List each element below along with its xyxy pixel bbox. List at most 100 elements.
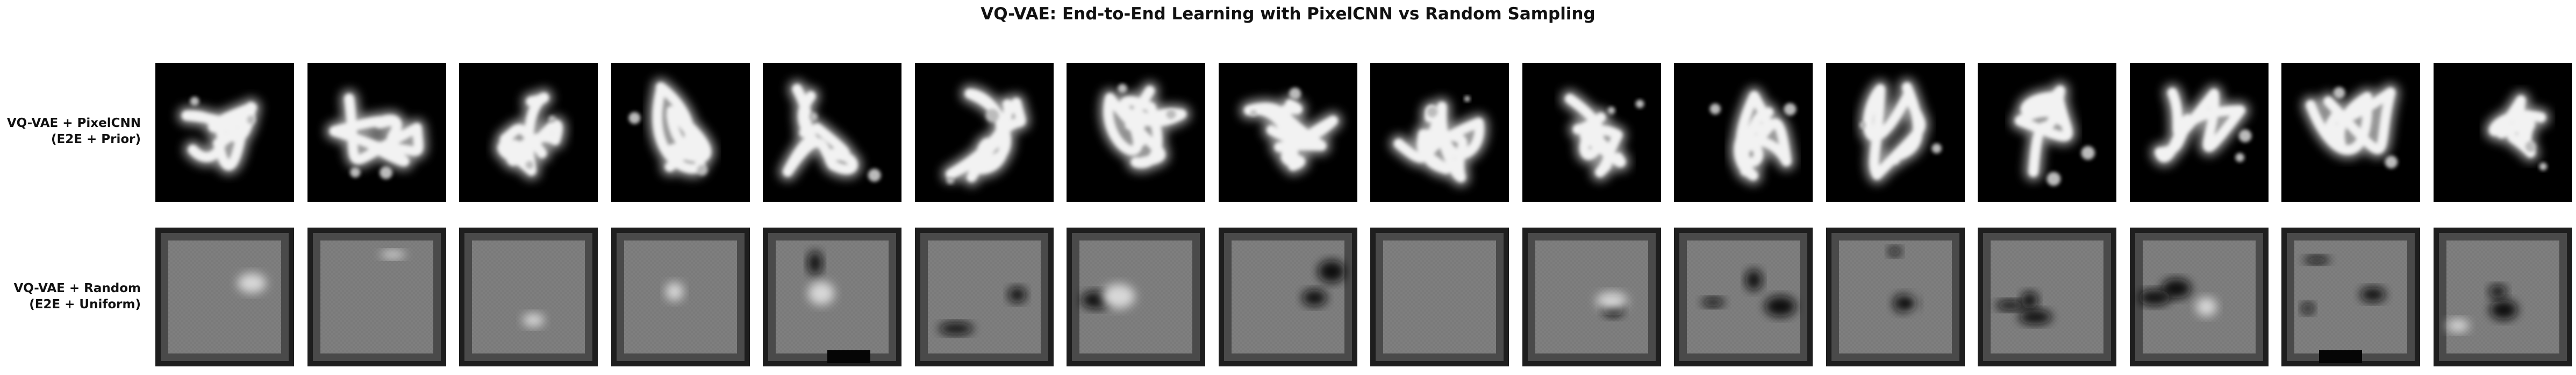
noise-blot	[1102, 284, 1135, 309]
row-label-pixelcnn: VQ-VAE + PixelCNN (E2E + Prior)	[0, 115, 141, 147]
sample-image	[1370, 228, 1509, 366]
digit-speck	[349, 167, 360, 178]
random-sample-8	[1218, 228, 1357, 366]
random-sample-1	[155, 228, 294, 366]
row-label-random-line2: (E2E + Uniform)	[29, 298, 141, 312]
noise-blot	[808, 281, 834, 305]
random-sample-16	[2433, 228, 2572, 366]
sample-image	[1522, 228, 1661, 366]
pixelcnn-sample-11	[1674, 63, 1813, 202]
random-sample-7	[1067, 228, 1205, 366]
digit-speck	[1859, 122, 1866, 129]
row-label-pixelcnn-line2: (E2E + Prior)	[51, 132, 141, 146]
sample-image	[307, 63, 446, 202]
noise-blot	[1302, 289, 1327, 306]
noise-blot	[1888, 247, 1901, 256]
random-sample-13	[1978, 228, 2116, 366]
sample-image	[611, 228, 750, 366]
sample-image	[2129, 63, 2269, 202]
digit-speck	[2525, 141, 2536, 152]
noise-blot	[2161, 279, 2191, 299]
noise-texture	[168, 240, 281, 353]
sample-background	[1826, 63, 1965, 202]
noise-blot	[2488, 285, 2507, 298]
noise-blot	[1765, 296, 1796, 317]
noise-blot	[807, 251, 822, 275]
noise-blot	[1318, 260, 1345, 283]
sample-image	[763, 63, 901, 202]
sample-image	[459, 63, 598, 202]
sample-image	[1826, 63, 1965, 202]
digit-speck	[868, 168, 881, 182]
digit-speck	[2385, 155, 2398, 168]
pixelcnn-sample-12	[1826, 63, 1965, 202]
digit-speck	[1166, 109, 1176, 119]
noise-texture	[1383, 240, 1496, 353]
pixelcnn-sample-5	[763, 63, 901, 202]
pixelcnn-sample-9	[1370, 63, 1509, 202]
sample-image	[611, 63, 750, 202]
sample-image	[2433, 63, 2572, 202]
digit-speck	[2539, 162, 2547, 171]
pixelcnn-sample-3	[459, 63, 598, 202]
row-label-pixelcnn-line1: VQ-VAE + PixelCNN	[6, 116, 141, 130]
random-sample-3	[459, 228, 598, 366]
noise-blot	[2021, 292, 2038, 309]
sample-image	[1522, 63, 1661, 202]
sample-background	[914, 63, 1054, 202]
noise-blot	[2138, 289, 2171, 306]
digit-stroke	[2488, 95, 2546, 158]
noise-blot	[939, 322, 973, 335]
noise-dark-bar	[827, 350, 870, 363]
sample-image	[1370, 63, 1509, 202]
noise-blot	[1745, 269, 1762, 291]
sample-image	[1218, 228, 1357, 366]
sample-image	[1218, 63, 1357, 202]
random-sample-5	[763, 228, 901, 366]
digit-speck	[247, 115, 256, 124]
row-label-random: VQ-VAE + Random (E2E + Uniform)	[0, 280, 141, 313]
pixelcnn-sample-10	[1522, 63, 1661, 202]
sample-image	[1674, 63, 1813, 202]
digit-stroke	[1863, 82, 1926, 180]
random-sample-14	[2129, 228, 2269, 366]
digit-stroke	[946, 89, 1026, 182]
digit-speck	[1635, 100, 1644, 108]
pixelcnn-sample-4	[611, 63, 750, 202]
sample-image	[914, 228, 1054, 366]
digit-speck	[2047, 172, 2061, 186]
sample-image	[2433, 228, 2572, 366]
noise-blot	[523, 313, 545, 327]
digit-stroke	[1564, 94, 1626, 178]
digit-speck	[379, 166, 392, 179]
noise-blot	[2303, 256, 2330, 264]
digit-speck	[2333, 87, 2345, 99]
digit-stroke	[497, 93, 563, 176]
sample-image	[307, 228, 446, 366]
random-sample-2	[307, 228, 446, 366]
digit-speck	[2081, 146, 2095, 160]
sample-image	[2281, 228, 2420, 366]
digit-stroke	[1734, 91, 1792, 181]
pixelcnn-sample-13	[1978, 63, 2116, 202]
noise-blot	[380, 250, 405, 259]
pixelcnn-sample-14	[2129, 63, 2269, 202]
noise-dark-bar	[2319, 350, 2362, 363]
digit-speck	[697, 165, 707, 175]
noise-blot	[2489, 300, 2517, 320]
sample-image	[1067, 63, 1205, 202]
random-sample-4	[611, 228, 750, 366]
sample-image	[2129, 228, 2269, 366]
digit-speck	[985, 109, 999, 123]
noise-texture	[1231, 240, 1344, 353]
noise-blot	[2360, 287, 2386, 302]
digit-stroke	[2015, 86, 2073, 177]
noise-blot	[2301, 303, 2314, 314]
noise-blot	[1008, 287, 1026, 303]
noise-blot	[665, 282, 683, 301]
noise-blot	[2446, 319, 2469, 332]
random-sample-15	[2281, 228, 2420, 366]
sample-image	[2281, 63, 2420, 202]
digit-speck	[190, 96, 199, 106]
noise-texture	[320, 240, 433, 353]
